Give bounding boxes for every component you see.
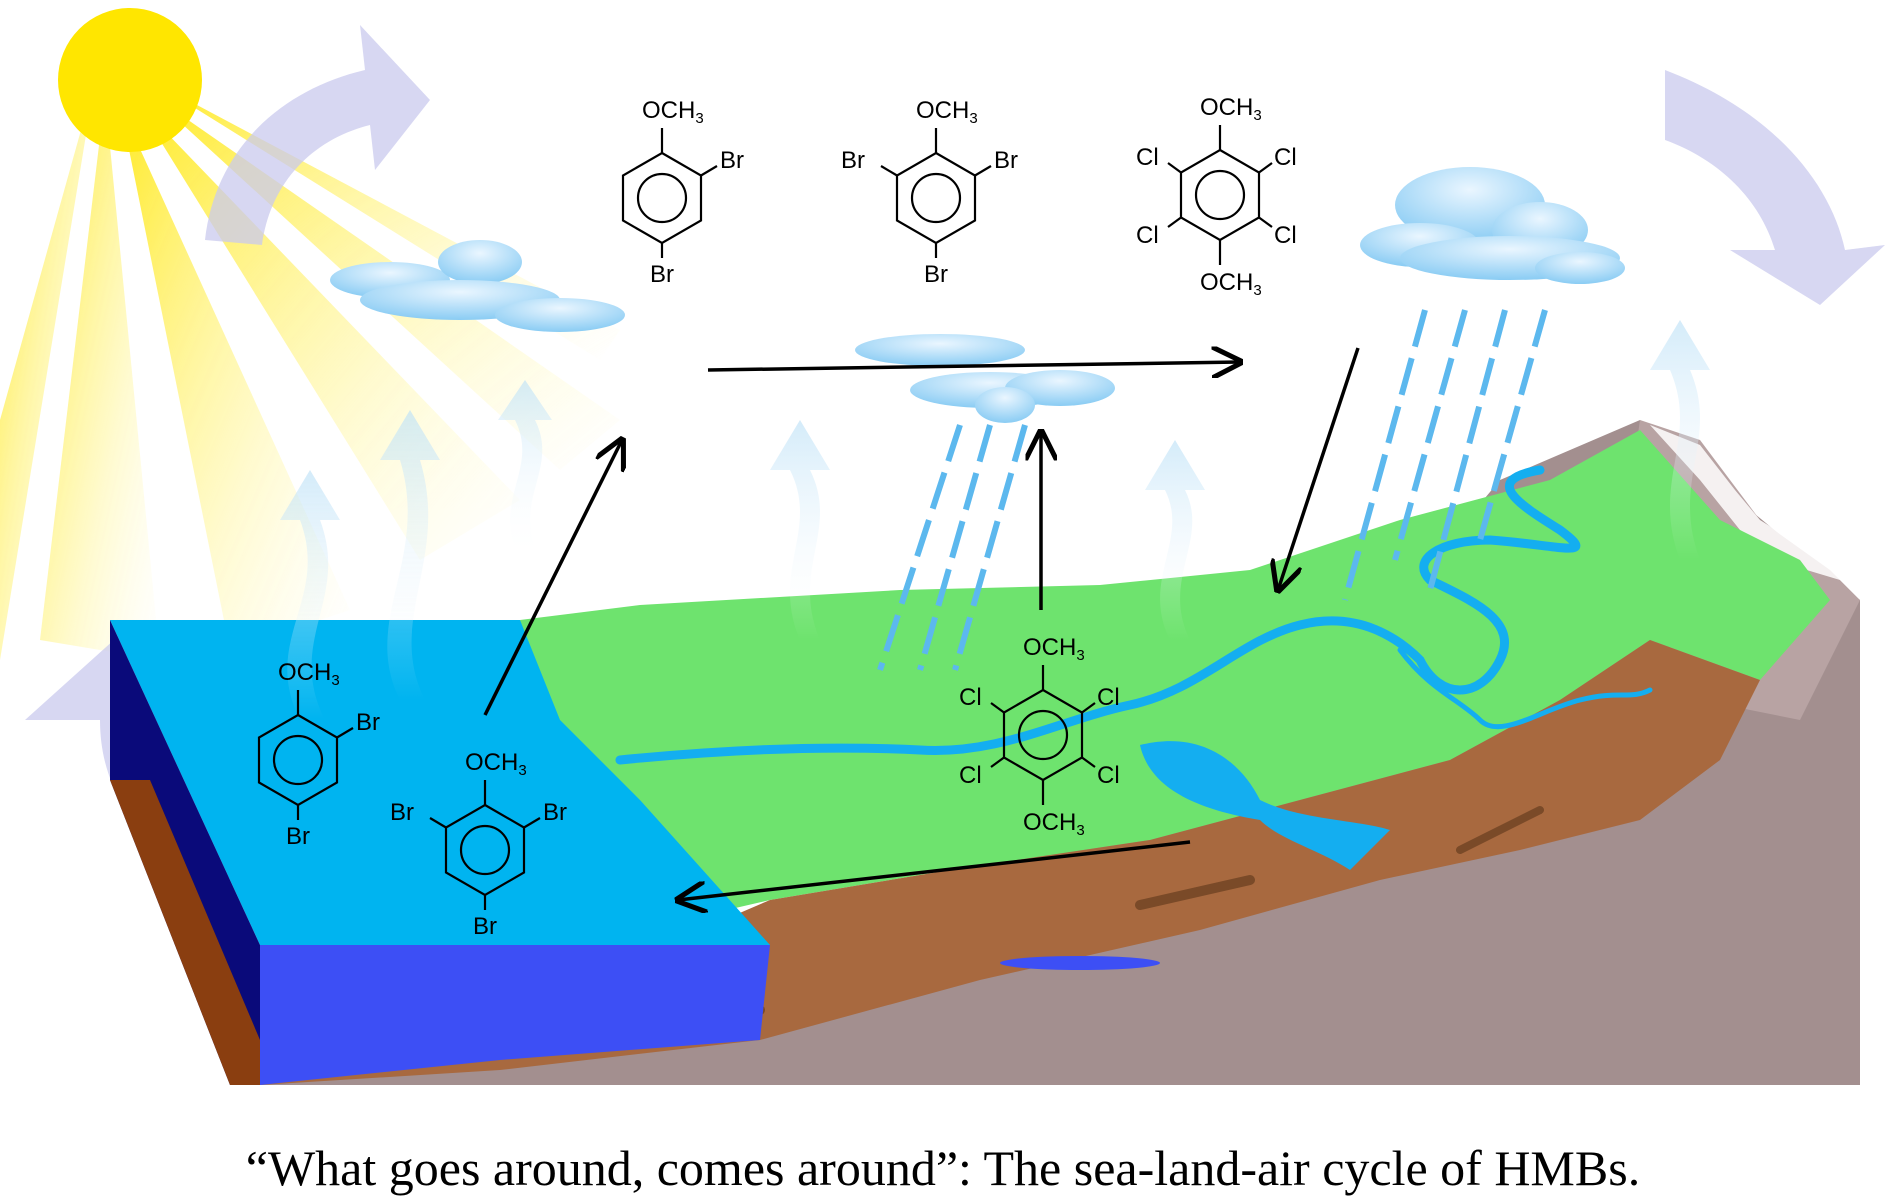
svg-text:OCH3: OCH3 bbox=[1200, 94, 1262, 124]
svg-text:Br: Br bbox=[924, 261, 948, 288]
arrow-air-transport bbox=[707, 362, 1240, 370]
arrow-air-to-land bbox=[1278, 347, 1360, 590]
molecule-dibromoanisole-sea: OCH3 Br Br bbox=[257, 659, 380, 850]
svg-text:Br: Br bbox=[650, 261, 674, 288]
svg-text:Br: Br bbox=[286, 823, 310, 850]
groundwater-pool bbox=[1000, 956, 1160, 970]
svg-text:Br: Br bbox=[720, 147, 744, 174]
svg-text:OCH3: OCH3 bbox=[1023, 634, 1085, 664]
lake bbox=[1140, 741, 1390, 870]
svg-text:Cl: Cl bbox=[1274, 144, 1297, 171]
cloud-left bbox=[330, 240, 625, 332]
arrow-land-to-sea bbox=[678, 840, 1191, 900]
svg-text:Cl: Cl bbox=[959, 684, 982, 711]
river bbox=[615, 465, 1581, 765]
cycle-arrow-top-right bbox=[1665, 70, 1885, 305]
cloud-middle bbox=[855, 334, 1115, 423]
svg-text:OCH3: OCH3 bbox=[1200, 269, 1262, 299]
cloud-right bbox=[1360, 167, 1625, 284]
molecule-tetrachlorodimethoxybenzene-land: OCH3 OCH3 Cl Cl Cl Cl bbox=[959, 634, 1120, 839]
terrain bbox=[110, 420, 1860, 1085]
molecule-dibromoanisole-top: OCH3 Br Br bbox=[621, 97, 744, 288]
molecule-tribromoanisole-sea: OCH3 Br Br Br bbox=[390, 749, 567, 940]
figure-caption: “What goes around, comes around”: The se… bbox=[245, 1140, 1641, 1196]
rain bbox=[877, 309, 1548, 671]
svg-text:Br: Br bbox=[994, 147, 1018, 174]
svg-text:Cl: Cl bbox=[1136, 222, 1159, 249]
vapor-plumes bbox=[280, 320, 1710, 720]
svg-text:OCH3: OCH3 bbox=[642, 97, 704, 127]
cycle-arrow-top-left bbox=[205, 25, 430, 245]
svg-text:Cl: Cl bbox=[1136, 144, 1159, 171]
molecule-tribromoanisole-top: OCH3 Br Br Br bbox=[841, 97, 1018, 288]
molecule-tetrachlorodimethoxybenzene-top: OCH3 OCH3 Cl Cl Cl Cl bbox=[1136, 94, 1297, 299]
svg-text:Br: Br bbox=[356, 709, 380, 736]
svg-text:OCH3: OCH3 bbox=[916, 97, 978, 127]
svg-text:Cl: Cl bbox=[1097, 762, 1120, 789]
svg-text:Br: Br bbox=[543, 799, 567, 826]
svg-text:OCH3: OCH3 bbox=[278, 659, 340, 689]
svg-text:Br: Br bbox=[841, 147, 865, 174]
svg-text:Br: Br bbox=[390, 799, 414, 826]
sea-surface bbox=[110, 620, 770, 945]
sea-side bbox=[260, 945, 770, 1085]
svg-text:Br: Br bbox=[473, 913, 497, 940]
arrow-sea-to-air bbox=[483, 440, 622, 716]
svg-text:OCH3: OCH3 bbox=[465, 749, 527, 779]
svg-text:OCH3: OCH3 bbox=[1023, 809, 1085, 839]
svg-text:Cl: Cl bbox=[1097, 684, 1120, 711]
svg-text:Cl: Cl bbox=[1274, 222, 1297, 249]
svg-text:Cl: Cl bbox=[959, 762, 982, 789]
transport-arrows bbox=[483, 347, 1360, 900]
sun-disc bbox=[58, 8, 202, 152]
land-surface bbox=[520, 430, 1830, 990]
